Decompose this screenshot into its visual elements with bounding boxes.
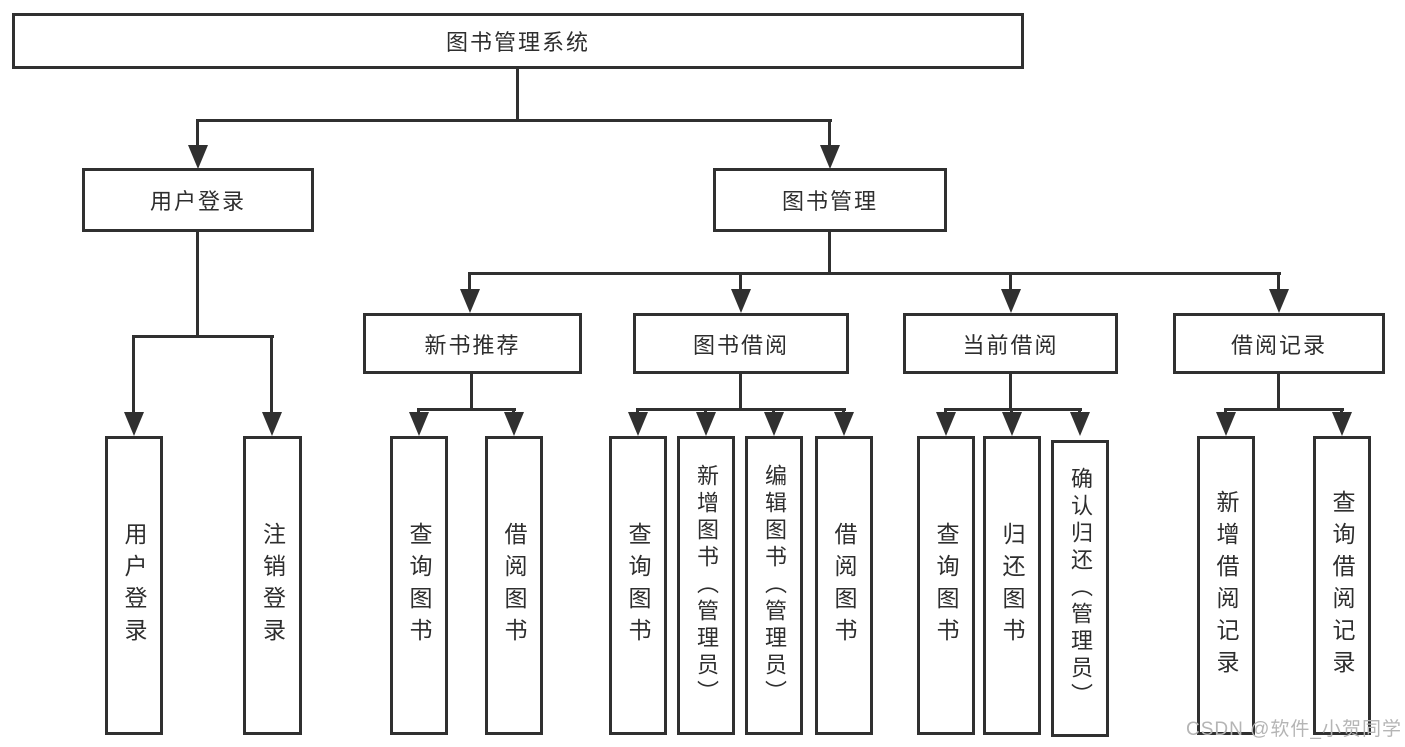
leaf-nb-borrow-book: 借阅图书	[485, 436, 543, 735]
connector-arrow-cb-return	[1002, 408, 1022, 436]
leaf-bb-add-book-label: 新增图书（管理员）	[694, 464, 719, 707]
leaf-cb-query-book: 查询图书	[917, 436, 975, 735]
connector-root-stem	[516, 69, 519, 121]
connector-arrow-book-borrow	[731, 272, 751, 313]
connector-arrow-leaf-logout	[262, 335, 282, 436]
connector-arrow-cb-confirm	[1070, 408, 1090, 436]
node-user-login: 用户登录	[82, 168, 314, 232]
connector-borrow-records-stem	[1277, 374, 1280, 408]
connector-arrow-leaf-user-login	[124, 335, 144, 436]
connector-arrow-current-borrow	[1001, 272, 1021, 313]
node-user-login-label: 用户登录	[149, 189, 246, 214]
connector-current-borrow-rail	[944, 408, 1082, 411]
connector-level2-rail	[196, 119, 832, 122]
connector-book-management-stem	[828, 232, 831, 272]
node-borrow-records-label: 借阅记录	[1230, 332, 1327, 358]
leaf-bb-query-book: 查询图书	[609, 436, 667, 735]
connector-new-book-rail	[417, 408, 516, 411]
connector-arrow-nb-borrow	[504, 408, 524, 436]
node-current-borrow: 当前借阅	[903, 313, 1118, 374]
leaf-cb-confirm-return: 确认归还（管理员）	[1051, 440, 1109, 737]
node-root: 图书管理系统	[12, 13, 1024, 69]
connector-arrow-book-management	[820, 119, 840, 169]
connector-arrow-bb-borrow	[834, 408, 854, 436]
leaf-bb-add-book: 新增图书（管理员）	[677, 436, 735, 735]
node-book-management-label: 图书管理	[781, 189, 878, 214]
leaf-cb-confirm-return-label: 确认归还（管理员）	[1068, 467, 1093, 710]
leaf-logout-label: 注销登录	[259, 521, 286, 650]
connector-arrow-bb-query	[628, 408, 648, 436]
connector-current-borrow-stem	[1009, 374, 1012, 408]
node-book-borrow-label: 图书借阅	[692, 332, 789, 358]
leaf-bb-borrow-book-label: 借阅图书	[831, 521, 857, 650]
csdn-watermark: CSDN @软件_小贺同学	[1186, 719, 1402, 740]
leaf-br-query-record-label: 查询借阅记录	[1329, 489, 1355, 682]
leaf-br-add-record-label: 新增借阅记录	[1213, 489, 1239, 682]
node-root-label: 图书管理系统	[445, 30, 590, 55]
leaf-nb-query-book: 查询图书	[390, 436, 448, 735]
leaf-bb-edit-book-label: 编辑图书（管理员）	[762, 464, 787, 707]
connector-arrow-bb-add	[696, 408, 716, 436]
node-book-borrow: 图书借阅	[633, 313, 849, 374]
connector-book-borrow-stem	[739, 374, 742, 408]
connector-book-borrow-rail	[636, 408, 846, 411]
connector-arrow-user-login	[188, 119, 208, 169]
node-book-management: 图书管理	[713, 168, 947, 232]
node-borrow-records: 借阅记录	[1173, 313, 1385, 374]
leaf-br-add-record: 新增借阅记录	[1197, 436, 1255, 735]
leaf-nb-borrow-book-label: 借阅图书	[501, 521, 527, 650]
leaf-cb-return-book: 归还图书	[983, 436, 1041, 735]
connector-borrow-records-rail	[1224, 408, 1344, 411]
leaf-cb-return-book-label: 归还图书	[999, 521, 1025, 650]
connector-arrow-nb-query	[409, 408, 429, 436]
connector-new-book-stem	[470, 374, 473, 408]
connector-level3-rail	[468, 272, 1281, 275]
connector-arrow-br-query	[1332, 408, 1352, 436]
node-new-book-label: 新书推荐	[424, 332, 521, 358]
leaf-bb-borrow-book: 借阅图书	[815, 436, 873, 735]
connector-arrow-cb-query	[936, 408, 956, 436]
connector-user-login-stem	[196, 232, 199, 335]
connector-arrow-new-book	[460, 272, 480, 313]
leaf-nb-query-book-label: 查询图书	[406, 521, 432, 650]
connector-user-login-rail	[132, 335, 274, 338]
connector-arrow-borrow-records	[1269, 272, 1289, 313]
leaf-br-query-record: 查询借阅记录	[1313, 436, 1371, 735]
leaf-user-login: 用户登录	[105, 436, 163, 735]
node-current-borrow-label: 当前借阅	[962, 332, 1059, 358]
node-new-book: 新书推荐	[363, 313, 582, 374]
connector-arrow-br-add	[1216, 408, 1236, 436]
leaf-cb-query-book-label: 查询图书	[933, 521, 959, 650]
leaf-logout: 注销登录	[243, 436, 302, 735]
connector-arrow-bb-edit	[764, 408, 784, 436]
leaf-bb-edit-book: 编辑图书（管理员）	[745, 436, 803, 735]
leaf-user-login-label: 用户登录	[121, 521, 147, 650]
leaf-bb-query-book-label: 查询图书	[625, 521, 651, 650]
